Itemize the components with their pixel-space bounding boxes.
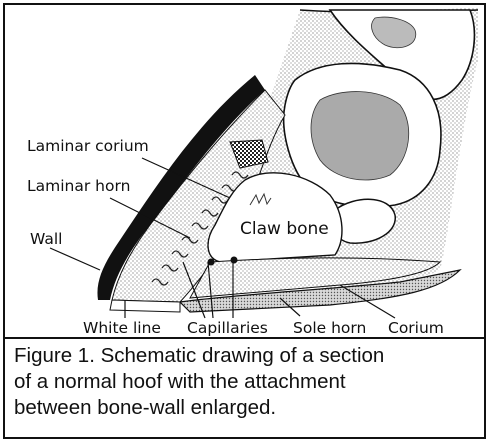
label-sole-horn: Sole horn [293,319,366,337]
caption-line-2: of a normal hoof with the attachment [14,369,474,395]
white-line-band [110,300,180,312]
label-white-line: White line [83,319,161,337]
label-wall: Wall [30,230,62,248]
label-laminar-corium: Laminar corium [27,137,149,155]
caption-line-1: Figure 1. Schematic drawing of a section [14,343,474,369]
label-corium: Corium [388,319,444,337]
caption-line-3: between bone-wall enlarged. [14,395,474,421]
label-claw-bone: Claw bone [240,219,329,239]
middle-bone-marrow [311,92,409,180]
pointer-wall [50,248,100,270]
label-laminar-horn: Laminar horn [27,177,130,195]
figure-caption: Figure 1. Schematic drawing of a section… [14,343,474,421]
label-capillaries: Capillaries [187,319,268,337]
capillary-dot [231,257,238,264]
